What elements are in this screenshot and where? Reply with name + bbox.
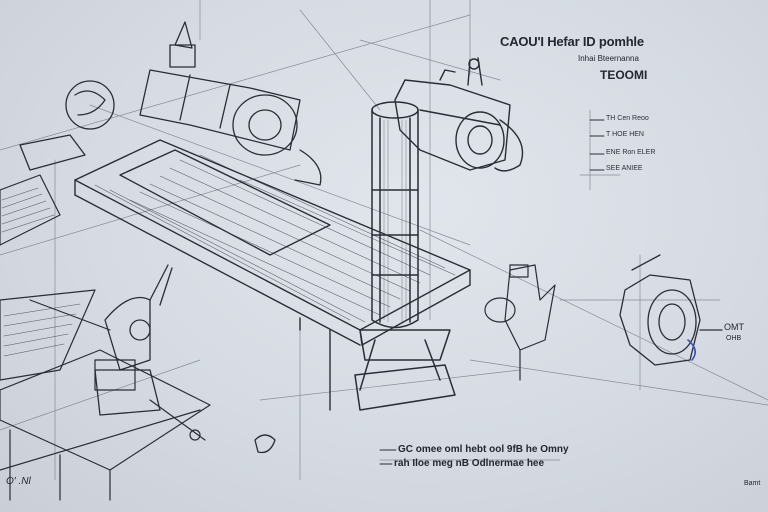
table-hatching: [94, 154, 456, 323]
drawing-subtitle: Inhai Bteernanna: [578, 54, 639, 63]
drawing-title: CAOU'I Hefar ID pomhle: [500, 34, 644, 49]
part-label: OMT: [724, 322, 744, 332]
bracket-mechanism: [484, 264, 556, 381]
gripper-mechanism: [94, 264, 276, 454]
column-tower: [354, 101, 456, 411]
detail-part: [619, 254, 723, 366]
drawing-heading: TEOOMI: [600, 68, 648, 82]
column-arm-head: [394, 57, 524, 172]
part-sublabel: OHB: [726, 335, 742, 342]
callout-label: ENE Ron ELER: [606, 149, 656, 156]
column-shading: [383, 119, 407, 323]
left-hatching: [1, 187, 81, 357]
accent-mark: [687, 339, 696, 361]
annotation-note: GC omee oml hebt ool 9fB he Omny: [398, 444, 569, 455]
signature-left: O' .Nl: [6, 476, 31, 487]
callout-label: TH Cen Reoo: [606, 115, 649, 122]
annotation-note: rah Iloe meg nB Odlnermae hee: [394, 458, 545, 469]
robot-arm: [19, 21, 322, 186]
callout-leaders: [379, 119, 605, 465]
callout-label: T HOE HEN: [606, 131, 644, 138]
work-table: [74, 139, 471, 411]
signature-right: Bamt: [744, 480, 761, 487]
callout-label: SEE ANIEE: [606, 165, 643, 172]
